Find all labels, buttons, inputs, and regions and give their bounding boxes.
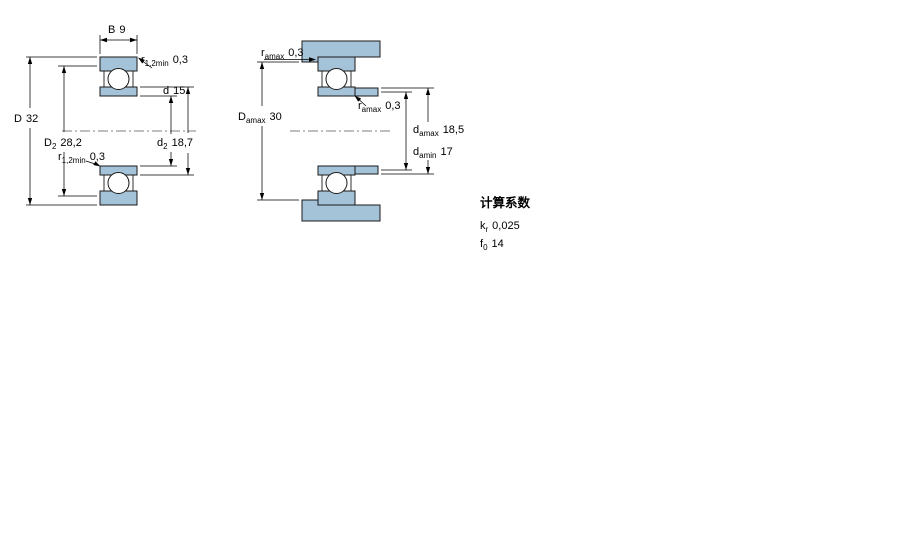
arrowhead — [93, 161, 101, 167]
ball-lower — [325, 172, 348, 194]
arrowhead — [425, 167, 431, 174]
arrowhead — [354, 95, 362, 102]
arrowhead — [27, 198, 33, 205]
arrowhead — [425, 88, 431, 95]
arrowhead — [259, 62, 265, 69]
arrowhead — [168, 96, 174, 103]
arrowhead — [130, 37, 137, 43]
shaft-shoulder-lower — [354, 165, 379, 175]
shaft-shoulder-upper — [354, 87, 379, 97]
right-bearing-seals — [321, 71, 352, 191]
calculation-factors-heading: 计算系数 — [480, 195, 531, 210]
leader-line — [85, 160, 96, 165]
arrowhead — [27, 57, 33, 64]
right-bearing-rings — [317, 56, 356, 206]
ball-lower — [107, 172, 130, 194]
leader-line — [142, 61, 153, 69]
arrowhead — [403, 163, 409, 170]
leader-line — [359, 99, 367, 107]
arrowhead — [403, 92, 409, 99]
arrowhead — [168, 159, 174, 166]
arrowhead — [259, 193, 265, 200]
arrowhead — [185, 168, 191, 175]
left-bearing-seals — [103, 71, 134, 191]
arrowhead — [61, 66, 67, 73]
arrowhead — [185, 87, 191, 94]
arrowhead — [61, 189, 67, 196]
ball-upper — [107, 68, 130, 90]
ball-upper — [325, 68, 348, 90]
arrowhead — [100, 37, 107, 43]
arrowhead — [309, 57, 316, 62]
right-bearing-balls — [325, 68, 348, 194]
left-bearing-balls — [107, 68, 130, 194]
arrowhead — [138, 57, 145, 64]
